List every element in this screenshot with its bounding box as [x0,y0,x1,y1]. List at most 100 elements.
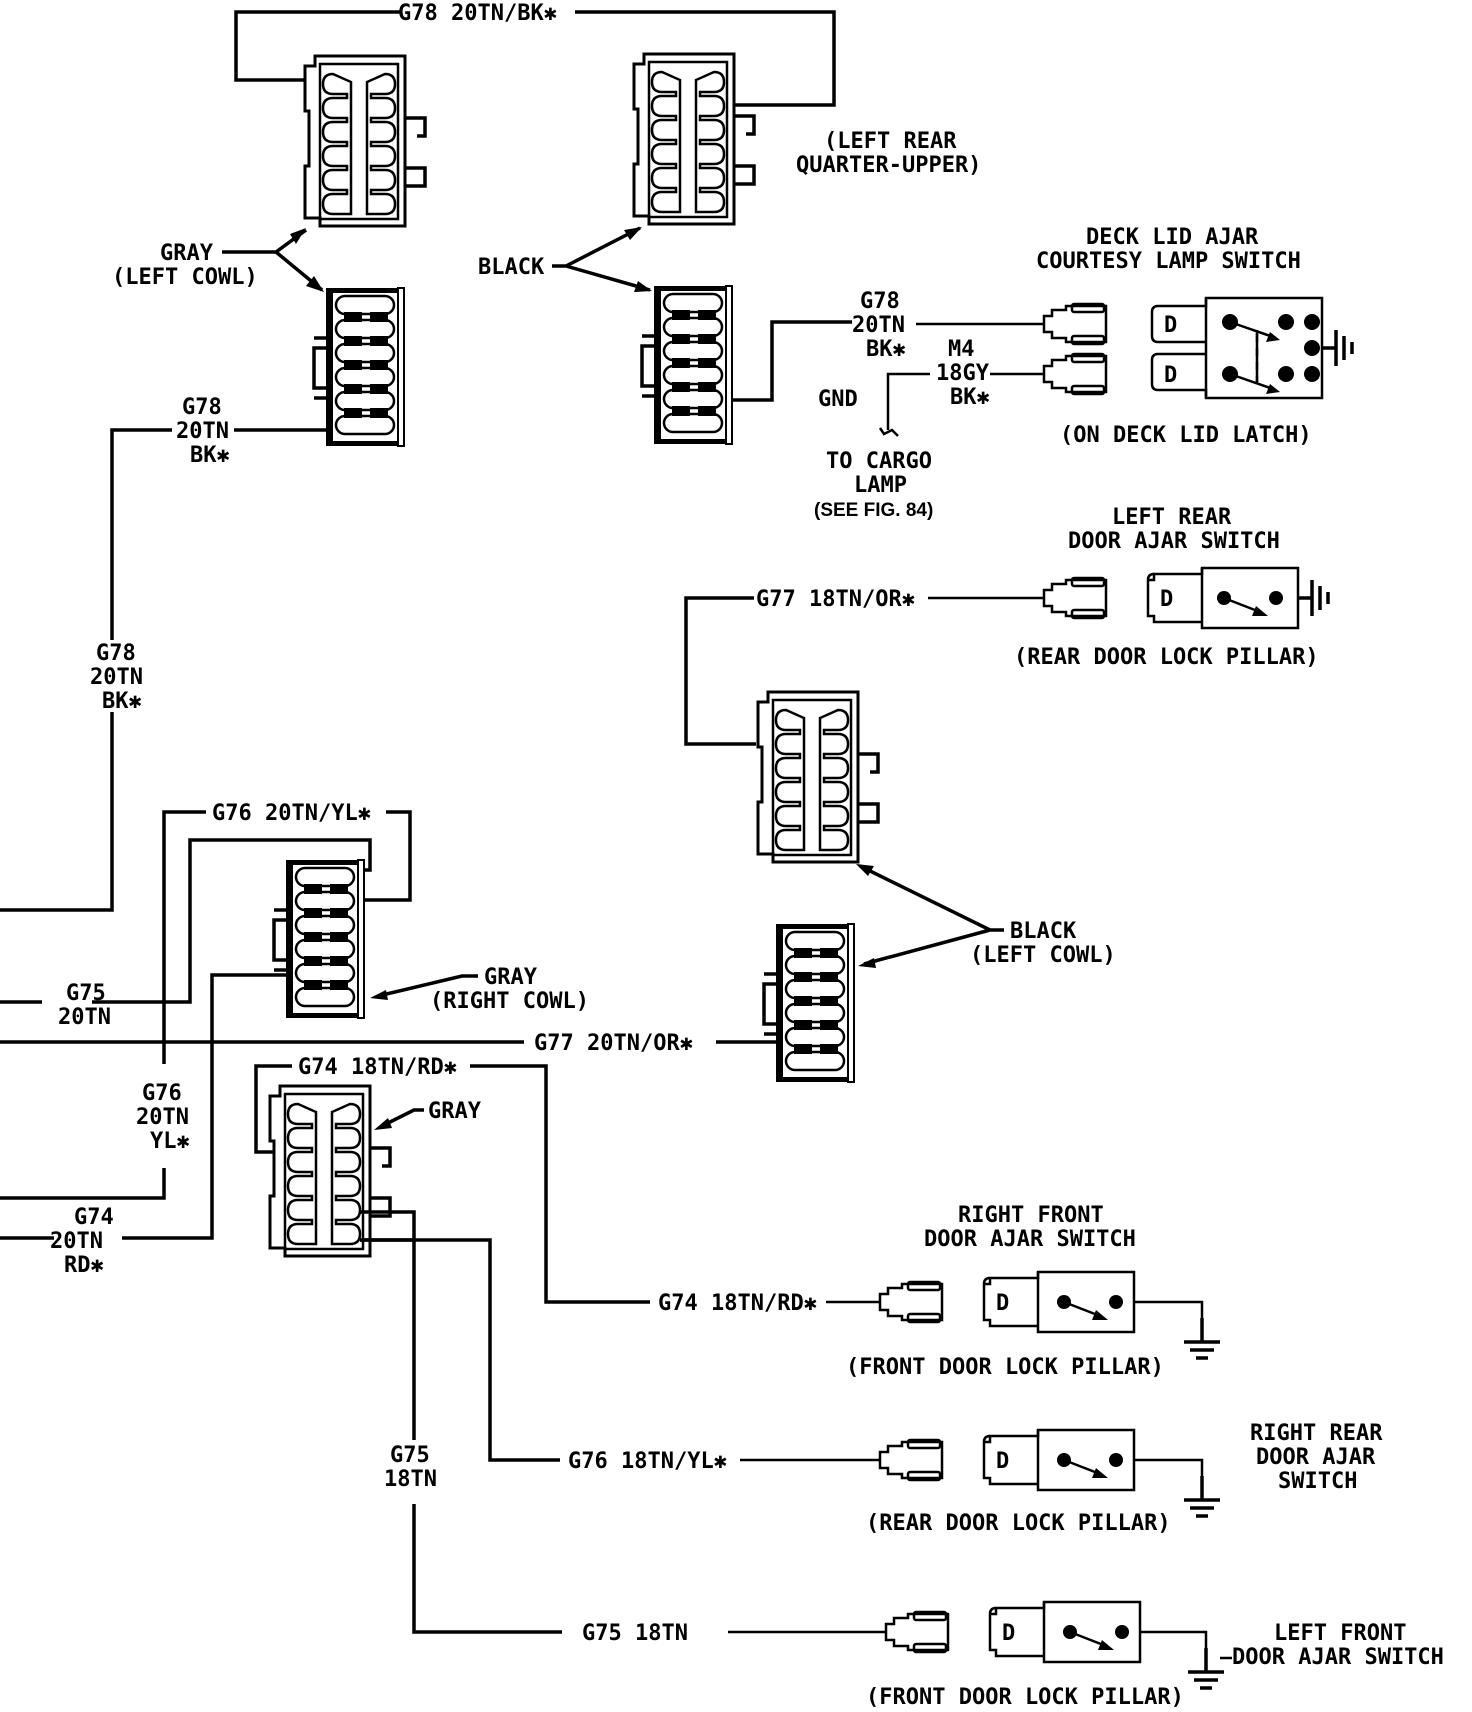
wire-g77-top [684,596,756,746]
wire-label-g78-top: G78 20TN/BK✱ [398,1,557,26]
right-rear-door-switch: D [982,1428,1204,1492]
lf-switch-title-1: LEFT FRONT [1274,1621,1406,1646]
ground-icon [1320,328,1354,368]
leader-gray-right-cowl [377,974,478,998]
ground-icon [1182,1316,1222,1360]
terminal-d-label: D [1164,363,1177,388]
connector-black-left-cowl-male [762,922,856,1084]
ground-icon [1296,578,1330,618]
wire-g75-left [0,838,372,1004]
label-g74-rf: G74 18TN/RD✱ [658,1291,817,1316]
wire-g78-top [234,10,400,82]
label-g76-left-2: 20TN [136,1105,189,1130]
label-g78-mid-3: BK✱ [190,443,230,468]
left-rear-door-switch: D [1146,566,1300,630]
lf-switch-title-2: DOOR AJAR SWITCH [1232,1645,1444,1670]
wire-g74-top-right [470,1064,650,1304]
plug-left-front [884,1610,950,1654]
rr-switch-title-3: SWITCH [1278,1469,1357,1494]
label-gnd: GND [818,387,858,412]
terminal-d-label: D [1002,1621,1015,1646]
lr-switch-location: (REAR DOOR LOCK PILLAR) [1014,645,1319,670]
wire-g75-vert [360,1238,562,1634]
label-g76-rr: G76 18TN/YL✱ [568,1449,727,1474]
label-g74-top: G74 18TN/RD✱ [298,1055,457,1080]
label-g78-left-1: G78 [96,641,136,666]
connector-black-quarter-female [632,52,756,226]
arrowhead-icon [374,1118,392,1130]
label-g78-deck-1: G78 [860,289,900,314]
connector-gray-lower-female [268,1084,392,1258]
arrowhead-icon [856,864,874,876]
label-g78-left-3: BK✱ [102,689,142,714]
terminal-d-label: D [1160,587,1173,612]
label-black-left-cowl-1: BLACK [1010,919,1077,944]
wire-m4 [878,372,1044,437]
label-g75-lf: G75 18TN [582,1621,688,1646]
arrowhead-icon [370,990,388,1000]
wire-g78-left-vertical [0,428,172,912]
terminal-d-label: D [996,1291,1009,1316]
label-gray-lower: GRAY [428,1099,482,1124]
arrowhead-icon [634,281,652,292]
terminal-d-label: D [1164,313,1177,338]
label-g76-left-3: YL✱ [150,1129,190,1154]
plug-deck-lower [1042,352,1108,396]
label-gray-right-cowl-2: (RIGHT COWL) [430,989,589,1014]
label-cargo-2: LAMP [854,473,907,498]
lr-switch-title-2: DOOR AJAR SWITCH [1068,529,1280,554]
label-cargo-1: TO CARGO [826,449,932,474]
arrowhead-icon [290,228,306,244]
rr-switch-location: (REAR DOOR LOCK PILLAR) [866,1511,1171,1536]
wire-g74-left [0,973,286,1240]
label-left-rear-quarter-2: QUARTER-UPPER) [796,153,981,178]
plug-deck-upper [1042,302,1108,346]
leader-black-left-cowl [859,864,1004,966]
label-black-left-cowl-2: (LEFT COWL) [970,943,1116,968]
rf-switch-location: (FRONT DOOR LOCK PILLAR) [846,1355,1164,1380]
plug-left-rear [1042,576,1108,620]
leader-black-top [552,226,651,292]
label-black-top: BLACK [478,255,545,280]
label-g78-deck-2: 20TN [852,313,905,338]
plug-right-front [878,1280,944,1324]
deck-switch-title-2: COURTESY LAMP SWITCH [1036,249,1301,274]
label-m4-3: BK✱ [950,385,990,410]
label-left-rear-quarter-1: (LEFT REAR [824,129,957,154]
label-left-cowl-1: (LEFT COWL) [112,265,258,290]
ground-icon [1182,1474,1222,1518]
label-g74-left-1: G74 [74,1205,114,1230]
label-g77-top: G77 18TN/OR✱ [756,587,915,612]
arrowhead-icon [624,227,642,240]
label-m4-1: M4 [948,337,975,362]
connector-gray-right-cowl-male [272,858,366,1020]
leader-gray-lower [381,1108,424,1128]
rf-switch-title-1: RIGHT FRONT [958,1203,1104,1228]
ground-icon [1186,1646,1226,1690]
wire-g76-rr-run [360,1238,560,1462]
rr-switch-title-1: RIGHT REAR [1250,1421,1383,1446]
deck-switch-location: (ON DECK LID LATCH) [1060,423,1312,448]
label-m4-2: 18GY [936,361,990,386]
label-g78-mid-1: G78 [182,395,222,420]
wire-g76-rr [360,1210,416,1242]
connector-black-top-male [640,284,734,446]
rr-switch-title-2: DOOR AJAR [1256,1445,1376,1470]
connector-gray-left-cowl-male [312,286,406,448]
right-front-door-switch: D [982,1270,1204,1334]
wire-g76-top [0,810,206,1200]
left-front-door-switch: D [988,1600,1208,1664]
label-g76-top: G76 20TN/YL✱ [212,801,371,826]
deck-switch-title-1: DECK LID AJAR [1086,225,1259,250]
label-gray-right-cowl-1: GRAY [484,965,538,990]
rf-switch-title-2: DOOR AJAR SWITCH [924,1227,1136,1252]
label-g78-mid-2: 20TN [176,419,229,444]
arrowhead-icon [858,958,876,968]
deck-lid-switch: D D [1150,296,1324,400]
label-g78-left-2: 20TN [90,665,143,690]
label-g77-mid: G77 20TN/OR✱ [534,1031,693,1056]
plug-right-rear [878,1438,944,1482]
lf-switch-location: (FRONT DOOR LOCK PILLAR) [866,1685,1184,1710]
label-g75-vert-1: G75 [390,1443,430,1468]
wire-g78-deck [732,320,852,402]
